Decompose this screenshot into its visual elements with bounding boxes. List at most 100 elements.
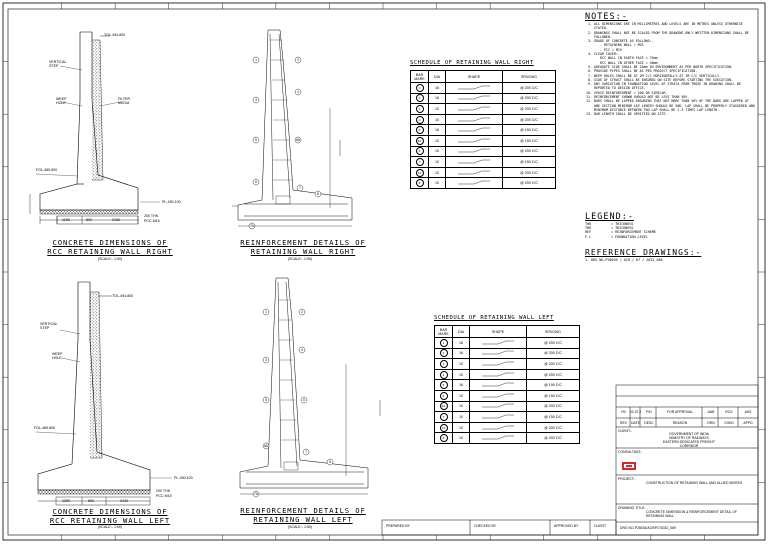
dim-w1: 1150 xyxy=(62,218,70,222)
title-block-frame xyxy=(615,384,759,536)
bar-mark-label: 6A xyxy=(264,444,269,448)
shape-cell xyxy=(469,389,527,402)
drawing-number: DRG NO-P28034/ACR/R7/2022_069 xyxy=(620,526,676,530)
bar-shape-sketch xyxy=(458,106,490,111)
bar-shape-sketch xyxy=(482,404,514,408)
dia-cell: 10 xyxy=(428,156,446,168)
note-item: CLEAR COVER:-RCC WALL IN EARTH FACE = 75… xyxy=(594,52,755,65)
label-pcc: PCC M15 xyxy=(144,219,160,223)
bar-shape-sketch xyxy=(458,159,490,164)
bar-mark-bubble xyxy=(296,184,304,192)
bar-shape-sketch xyxy=(458,85,490,89)
col-bar-mark: BAR MARK xyxy=(434,325,453,338)
bottom-prepared: PREPARED BY xyxy=(386,524,410,528)
shape-cell xyxy=(445,113,503,126)
revision-cell: RCS xyxy=(725,410,733,414)
legend-row: REF= REINFORCEMENT SCHEME xyxy=(585,230,656,235)
shape-cell xyxy=(445,177,503,189)
note-item: ALL DIMENSIONS ARE IN MILLIMETRES AND LE… xyxy=(594,22,755,31)
bar-mark-label: 4 xyxy=(297,90,299,94)
note-item: SIDE OF STRUCT SHALL BE ENSURED ON SITE … xyxy=(594,78,755,82)
bar-mark-label: 3 xyxy=(265,358,267,362)
bar-mark-cell: 1 xyxy=(410,82,429,94)
spacing-cell: @ 200 C/C xyxy=(502,103,556,115)
bar-mark-bubble xyxy=(302,448,310,456)
revision-header-cell: DESC xyxy=(644,421,654,425)
legend-row: F.L= FOUNDATION LEVEL xyxy=(585,234,648,239)
spacing-cell: @ 200 C/C xyxy=(526,337,580,349)
shape-cell xyxy=(469,337,527,349)
bar-mark-label: 5 xyxy=(265,398,267,402)
dia-cell: 10 xyxy=(428,113,446,126)
revision-header-cell: APPD xyxy=(743,421,753,425)
bar-mark-label: 7A xyxy=(250,224,255,228)
bar-mark-cell: 6 xyxy=(410,145,429,158)
bar-mark-label: 2 xyxy=(301,310,303,314)
dia-cell: 10 xyxy=(452,400,470,413)
revision-header-cell: REASON xyxy=(672,421,688,425)
note-item: SPACE REINFORCEMENT = 200 OR SIMILAR. xyxy=(594,91,755,95)
shape-cell xyxy=(469,368,527,381)
bottom-checked: CHECKED BY xyxy=(474,524,497,528)
shape-cell xyxy=(469,347,527,360)
shape-cell xyxy=(445,134,503,147)
revision-header-cell: CHKD xyxy=(724,421,734,425)
border-grid-ticks xyxy=(3,3,765,540)
bar-mark-cell: 6A xyxy=(410,134,429,147)
dia-cell: 10 xyxy=(428,166,446,179)
client-label: CLIENT:- xyxy=(618,429,632,433)
section-callouts xyxy=(339,140,381,416)
bar-shape-sketch xyxy=(482,435,514,440)
bar-mark-cell: 3 xyxy=(410,103,429,115)
col-bar-mark: BAR MARK xyxy=(410,70,429,83)
bar-mark-bubble xyxy=(294,88,302,96)
bar-mark-bubble xyxy=(326,458,334,466)
notes-heading: NOTES:- xyxy=(585,12,628,22)
revision-header-cell: REV xyxy=(620,421,627,425)
spacing-cell: @ 200 C/C xyxy=(526,421,580,434)
bar-shape-sketch xyxy=(458,127,490,132)
col-dia: DIA xyxy=(452,325,470,338)
dia-cell: 10 xyxy=(452,432,470,444)
dim-w3: 2160 xyxy=(112,218,120,222)
dia-cell: 16 xyxy=(428,92,446,105)
spacing-cell: @ 200 C/C xyxy=(502,92,556,105)
notes-panel: NOTES:- ALL DIMENSIONS ARE IN MILLIMETRE… xyxy=(585,12,755,117)
shape-cell xyxy=(445,145,503,158)
bar-mark-label: 3 xyxy=(255,98,257,102)
reference-item: 1. DRG NO-P28034 / ACR / R7 / 2022_048 xyxy=(585,258,663,262)
spacing-cell: @ 150 C/C xyxy=(502,156,556,168)
bar-mark-bubble xyxy=(262,356,270,364)
spacing-cell: @ 200 C/C xyxy=(502,145,556,158)
col-spacing: SPACING xyxy=(502,70,556,83)
shape-cell xyxy=(469,358,527,370)
dia-cell: 10 xyxy=(452,411,470,423)
bar-shape-sketch xyxy=(482,340,514,344)
bar-mark-cell: 7 xyxy=(434,411,453,423)
note-item: ADEQUATE SIDE SHALL BE 25mm IN ENVIRONME… xyxy=(594,65,755,69)
shape-cell xyxy=(445,166,503,179)
bar-mark-cell: 7 xyxy=(410,156,429,168)
right-wall-reinforcement-section xyxy=(232,29,353,227)
shape-cell xyxy=(445,156,503,168)
bar-shape-sketch xyxy=(458,138,490,142)
spacing-cell: @ 150 C/C xyxy=(526,411,580,423)
left-dim-scale: (SCALE:- 1:50) xyxy=(97,525,123,529)
legend-row: THK= THICKNESS xyxy=(585,226,634,231)
spacing-cell: @ 150 C/C xyxy=(502,134,556,147)
dim-w2-left: 800 xyxy=(88,499,94,503)
